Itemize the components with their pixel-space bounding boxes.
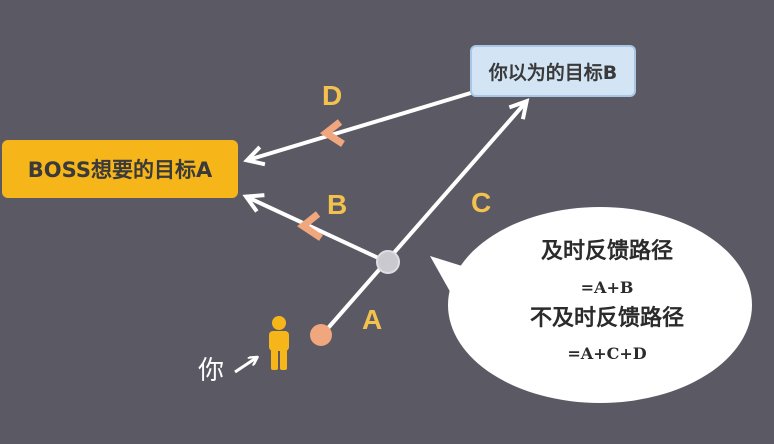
callout-timely-path: 及时反馈路径 xyxy=(540,239,673,264)
you-label: 你 xyxy=(198,356,225,386)
your-goal-node: 你以为的目标B xyxy=(470,45,636,97)
callout-bubble xyxy=(430,207,752,403)
junction-dot xyxy=(376,250,400,274)
callout-delayed-formula: =A+C+D xyxy=(567,344,647,363)
path-label-c: C xyxy=(471,187,492,218)
boss-goal-node: BOSS想要的目标A xyxy=(2,140,238,198)
path-d-line xyxy=(248,90,475,160)
path-b-line xyxy=(247,197,388,264)
boss-goal-label: BOSS想要的目标A xyxy=(27,158,213,182)
person-icon xyxy=(269,316,289,370)
path-label-a: A xyxy=(362,304,383,335)
chevron-icon-d xyxy=(319,119,345,147)
you-pointer-arrow xyxy=(234,358,256,374)
path-a-c-line xyxy=(320,102,526,337)
path-label-d: D xyxy=(322,80,343,111)
your-goal-label: 你以为的目标B xyxy=(488,61,618,84)
path-label-b: B xyxy=(327,189,348,220)
start-dot xyxy=(310,324,332,346)
callout-timely-formula: =A+B xyxy=(580,278,634,297)
chevron-icon-b xyxy=(297,211,323,241)
callout-delayed-path: 不及时反馈路径 xyxy=(529,306,684,331)
